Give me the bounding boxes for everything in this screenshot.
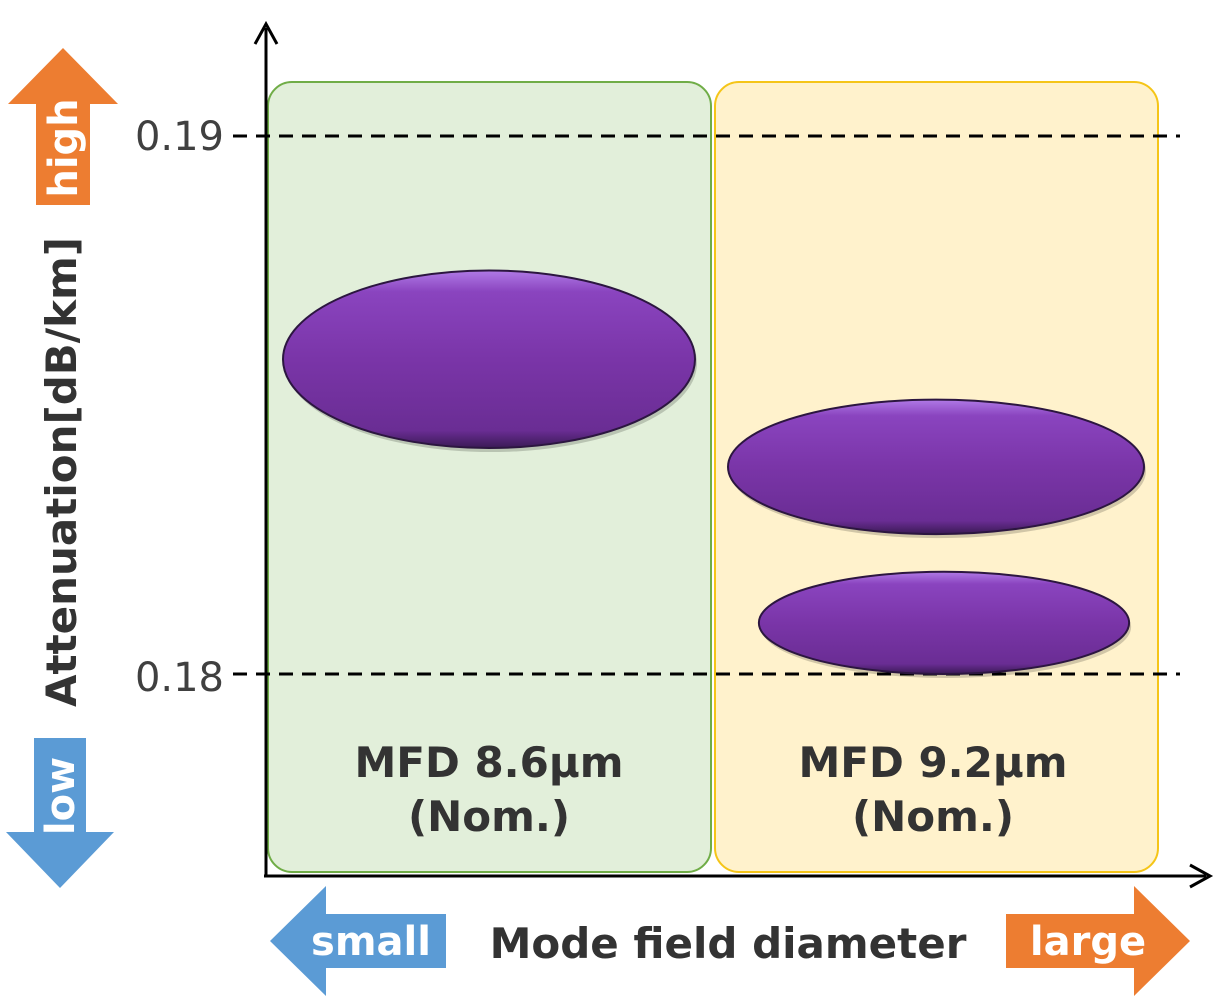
- group-label-small-mfd: MFD 8.6μm: [354, 738, 623, 787]
- y-tick-label-0-19: 0.19: [135, 114, 224, 160]
- large-arrow-label: large: [1030, 919, 1146, 965]
- y-axis-arrowhead: [253, 20, 279, 45]
- small-arrow-label: small: [311, 919, 431, 965]
- high-arrow-up-icon: [8, 48, 118, 205]
- range-marker-2: [727, 398, 1145, 536]
- large-arrow-right-icon: [1006, 886, 1190, 996]
- range-marker-3: [757, 570, 1131, 676]
- group-label-large-mfd: MFD 9.2μm: [798, 738, 1067, 787]
- x-axis-title: Mode field diameter: [490, 919, 967, 968]
- low-arrow-down-icon: [6, 738, 114, 888]
- data-marks: [282, 269, 1146, 678]
- high-arrow-label: high: [41, 98, 87, 197]
- small-arrow-left-icon: [270, 886, 446, 996]
- y-tick-label-0-18: 0.18: [135, 655, 224, 701]
- low-arrow-label: low: [38, 757, 84, 835]
- group-sublabel-large-mfd: (Nom.): [852, 792, 1014, 841]
- range-marker-1: [282, 269, 696, 450]
- y-axis-title: Attenuation[dB/km]: [37, 237, 86, 707]
- x-axis-arrowhead: [1189, 863, 1214, 889]
- group-sublabel-small-mfd: (Nom.): [408, 792, 570, 841]
